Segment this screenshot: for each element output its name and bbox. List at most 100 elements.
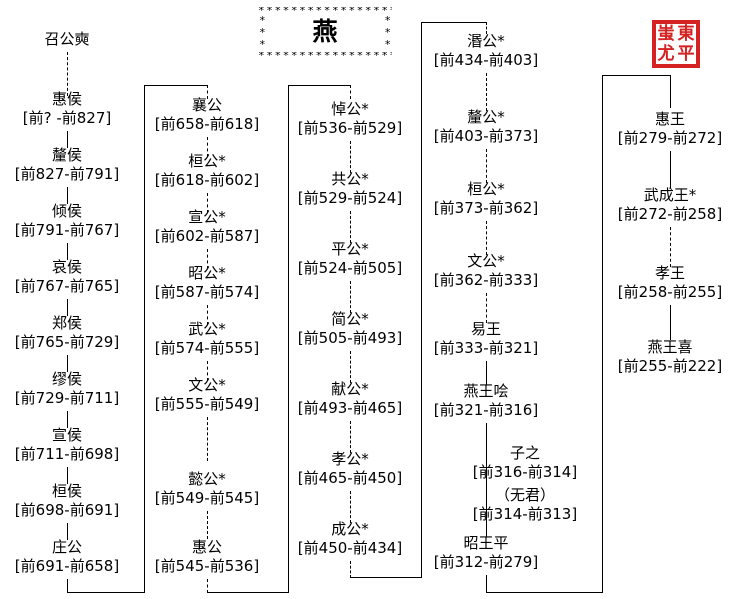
node-name: 缪侯 xyxy=(51,370,82,388)
wrap2-down xyxy=(207,579,208,593)
node-col5-1: 武成王* [前272-前258] xyxy=(605,186,735,224)
node-years: [前827-前791] xyxy=(14,165,120,183)
node-years: [前618-前602] xyxy=(154,171,260,189)
node-name: 庄公 xyxy=(51,538,82,556)
connector-col3-4-5 xyxy=(350,421,351,453)
node-col5-2: 孝王 [前258-前255] xyxy=(605,264,735,302)
connector-col3-3-4 xyxy=(350,351,351,383)
title-border-left: *** xyxy=(259,14,266,51)
node-name: 子之 xyxy=(509,444,540,462)
node-name: 桓侯 xyxy=(51,482,82,500)
wrap1-top xyxy=(144,85,208,86)
connector-col5-1-2 xyxy=(670,227,671,267)
node-years: [前321-前316] xyxy=(433,401,539,419)
wrap2-rail xyxy=(288,85,289,593)
node-years: [前? -前827] xyxy=(22,109,112,127)
connector-col3-1-2 xyxy=(350,211,351,243)
title-border-top: ********************** xyxy=(258,7,392,15)
node-col3-5: 孝公* [前465-前450] xyxy=(285,450,415,488)
node-name: 武公* xyxy=(188,320,226,338)
connector-col4-2-3 xyxy=(486,221,487,255)
node-col4-1: 釐公* [前403-前373] xyxy=(421,108,551,146)
connector-col2-6-7 xyxy=(207,511,208,539)
connector-col2-0-1 xyxy=(207,137,208,157)
node-years: [前555-前549] xyxy=(154,395,260,413)
connector-col3-0-1 xyxy=(350,141,351,173)
node-col4-5: 燕王哙 [前321-前316] xyxy=(421,382,551,420)
node-name: 倾侯 xyxy=(51,202,82,220)
node-name: 湣公* xyxy=(467,32,505,50)
node-col5-0: 惠王 [前279-前272] xyxy=(605,110,735,148)
node-name: 武成王* xyxy=(643,186,697,204)
node-name: 昭公* xyxy=(188,264,226,282)
node-years: [前434-前403] xyxy=(433,51,539,69)
node-name: 桓公* xyxy=(188,152,226,170)
node-years: [前316-前314] xyxy=(472,463,578,481)
seal-char-3: 尤 xyxy=(657,43,675,64)
node-col1-6: 缪侯 [前729-前711] xyxy=(2,370,132,408)
node-years: [前691-前658] xyxy=(14,557,120,575)
node-years: [前658-前618] xyxy=(154,115,260,133)
node-name: 燕王哙 xyxy=(463,382,509,400)
connector-col3-5-6 xyxy=(350,491,351,523)
node-name: 平公* xyxy=(331,240,369,258)
node-years: [前765-前729] xyxy=(14,333,120,351)
node-years: [前362-前333] xyxy=(433,271,539,289)
node-col3-1: 共公* [前529-前524] xyxy=(285,170,415,208)
wrap1-rail xyxy=(144,85,145,593)
connector-col1-0-1 xyxy=(67,52,68,96)
node-years: [前791-前767] xyxy=(14,221,120,239)
node-name: 献公* xyxy=(331,380,369,398)
node-name: 文公* xyxy=(467,252,505,270)
connector-col1-2-3 xyxy=(67,187,68,204)
node-name: 昭王平 xyxy=(463,534,509,552)
node-col1-2: 釐侯 [前827-前791] xyxy=(2,146,132,184)
node-years: [前549-前545] xyxy=(154,489,260,507)
wrap3-rail xyxy=(421,22,422,578)
connector-col1-7-8 xyxy=(67,467,68,484)
node-col1-1: 惠侯 [前? -前827] xyxy=(2,90,132,128)
connector-col4-1-2 xyxy=(486,149,487,183)
node-years: [前450-前434] xyxy=(297,539,403,557)
node-years: [前465-前450] xyxy=(297,469,403,487)
node-years: [前493-前465] xyxy=(297,399,403,417)
wrap1-bottom xyxy=(67,592,145,593)
node-years: [前767-前765] xyxy=(14,277,120,295)
node-name: 惠王 xyxy=(654,110,685,128)
node-years: [前314-前313] xyxy=(472,505,578,523)
node-years: [前255-前222] xyxy=(617,357,723,375)
wrap4-top xyxy=(602,75,671,76)
node-col2-3: 昭公* [前587-前574] xyxy=(142,264,272,302)
node-col1-3: 倾侯 [前791-前767] xyxy=(2,202,132,240)
node-name: 宣公* xyxy=(188,208,226,226)
node-name: 懿公* xyxy=(188,470,226,488)
node-col1-9: 庄公 [前691-前658] xyxy=(2,538,132,576)
node-col1-8: 桓侯 [前698-前691] xyxy=(2,482,132,520)
node-col4-3: 文公* [前362-前333] xyxy=(421,252,551,290)
node-col2-5: 文公* [前555-前549] xyxy=(142,376,272,414)
node-name: 简公* xyxy=(331,310,369,328)
node-col4-0: 湣公* [前434-前403] xyxy=(421,32,551,70)
wrap2-top xyxy=(288,85,351,86)
connector-col2-5-6 xyxy=(207,417,208,461)
node-col1-5: 郑侯 [前765-前729] xyxy=(2,314,132,352)
wrap1-down xyxy=(67,579,68,593)
red-seal: 蚩 東 尤 平 xyxy=(652,20,700,68)
node-name: （无君） xyxy=(494,486,555,504)
node-col4-2: 桓公* [前373-前362] xyxy=(421,180,551,218)
connector-col5-entry xyxy=(670,75,671,108)
node-years: [前587-前574] xyxy=(154,283,260,301)
node-name: 宣侯 xyxy=(51,426,82,444)
connector-col3-entry xyxy=(350,85,351,99)
node-name: 共公* xyxy=(331,170,369,188)
node-years: [前529-前524] xyxy=(297,189,403,207)
node-col4-4: 易王 [前333-前321] xyxy=(421,320,551,358)
node-name: 釐侯 xyxy=(51,146,82,164)
node-years: [前602-前587] xyxy=(154,227,260,245)
title-border-bottom: ********************** xyxy=(258,52,392,60)
node-name: 釐公* xyxy=(467,108,505,126)
wrap4-bottom xyxy=(486,592,603,593)
connector-col2-4-5 xyxy=(207,361,208,381)
connector-col1-6-7 xyxy=(67,411,68,428)
